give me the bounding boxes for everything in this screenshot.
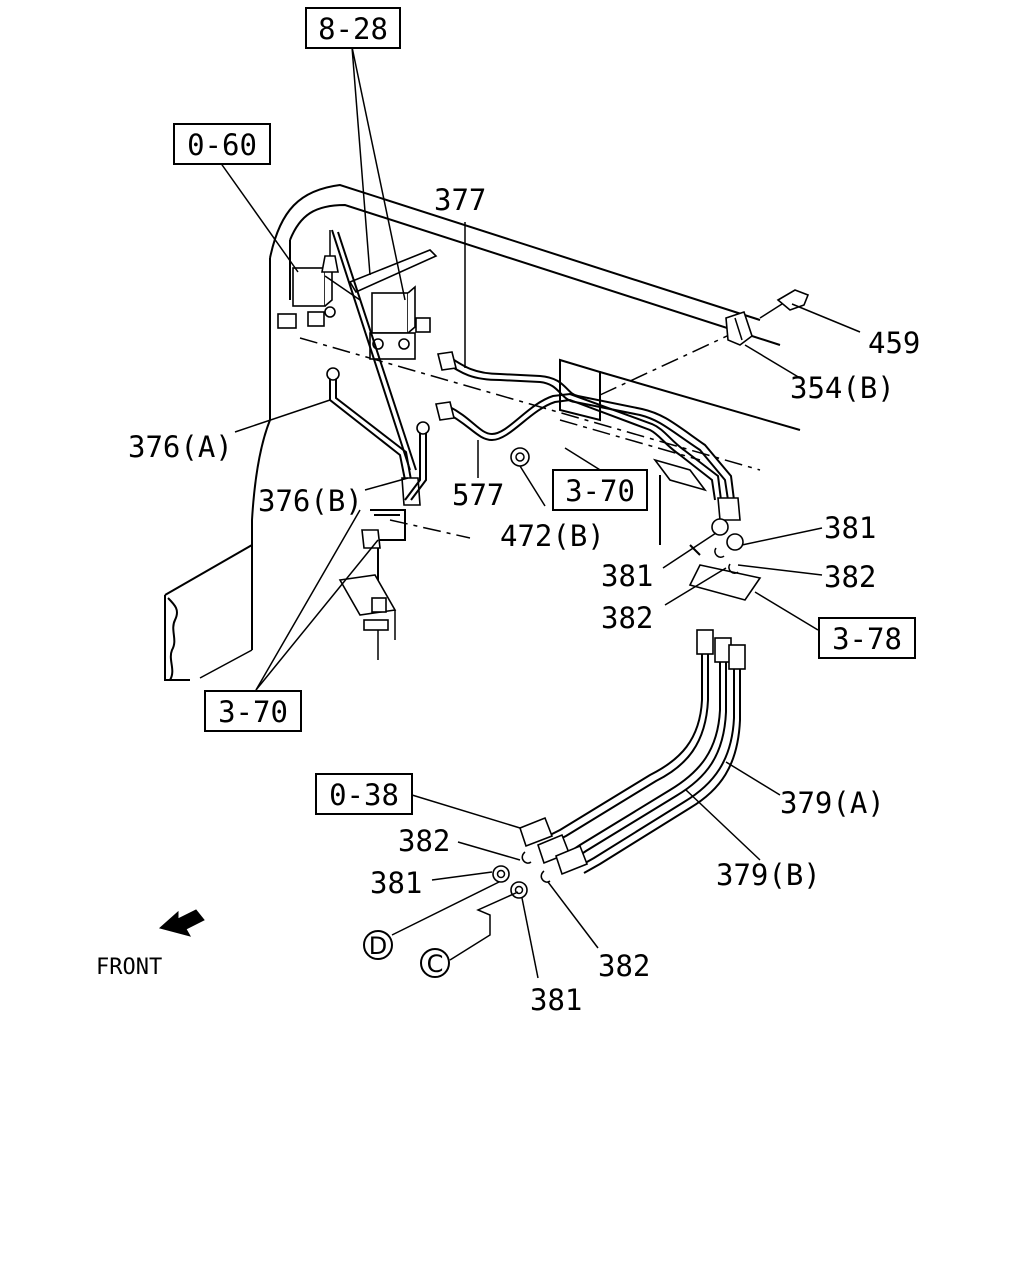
ref-box-0-38: 0-38 — [315, 773, 413, 815]
leader-lines — [219, 46, 861, 979]
loose-nuts-washers — [492, 851, 551, 899]
front-label: FRONT — [96, 955, 162, 980]
marker-letter: C — [427, 950, 444, 978]
label-381: 381 — [824, 511, 876, 545]
ref-box-3-78: 3-78 — [818, 617, 916, 659]
label-379b: 379(B) — [716, 858, 821, 892]
ref-box-label: 3-70 — [565, 474, 635, 508]
nut-472b — [510, 447, 530, 467]
marker-letter: D — [369, 932, 387, 960]
pipe-376a — [326, 229, 421, 506]
label-381: 381 — [601, 559, 653, 593]
label-354b: 354(B) — [790, 371, 895, 405]
label-459: 459 — [868, 326, 920, 360]
chassis-frame — [164, 183, 801, 681]
right-bracket — [652, 458, 762, 601]
label-472b: 472(B) — [500, 519, 605, 553]
front-arrow-icon — [158, 909, 205, 937]
pipe-376b — [361, 421, 430, 600]
ref-box-3-70-mid: 3-70 — [552, 469, 648, 511]
label-382: 382 — [598, 949, 650, 983]
ref-box-label: 0-60 — [187, 128, 257, 162]
bolt-459 — [759, 289, 810, 319]
pipe-377 — [437, 351, 735, 501]
label-377: 377 — [434, 183, 486, 217]
valve-assembly-right — [348, 249, 438, 360]
ref-box-3-70-left: 3-70 — [204, 690, 302, 732]
ref-box-8-28: 8-28 — [305, 7, 401, 49]
label-382: 382 — [824, 560, 876, 594]
clip-354b — [725, 310, 753, 346]
label-376b: 376(B) — [258, 484, 363, 518]
label-382: 382 — [398, 824, 450, 858]
circle-marker-d: D — [363, 930, 393, 960]
hose-379 — [519, 629, 746, 876]
label-577: 577 — [452, 478, 504, 512]
label-379a: 379(A) — [780, 786, 885, 820]
label-382: 382 — [601, 601, 653, 635]
label-381: 381 — [370, 866, 422, 900]
label-376a: 376(A) — [128, 430, 233, 464]
lower-bracket-fitting — [338, 574, 397, 660]
ref-box-0-60: 0-60 — [173, 123, 271, 165]
ref-box-label: 0-38 — [329, 778, 399, 812]
circle-marker-c: C — [420, 948, 450, 978]
pipe-fitting-top — [321, 230, 339, 273]
part-labels: 377 459 354(B) 376(A) 376(B) 577 472(B) … — [128, 183, 920, 1017]
valve-assembly-left — [277, 260, 361, 329]
ref-box-label: 8-28 — [318, 12, 388, 46]
ref-box-label: 3-78 — [832, 622, 902, 656]
ref-box-label: 3-70 — [218, 695, 288, 729]
label-381: 381 — [530, 983, 582, 1017]
pipe-577 — [435, 392, 741, 521]
